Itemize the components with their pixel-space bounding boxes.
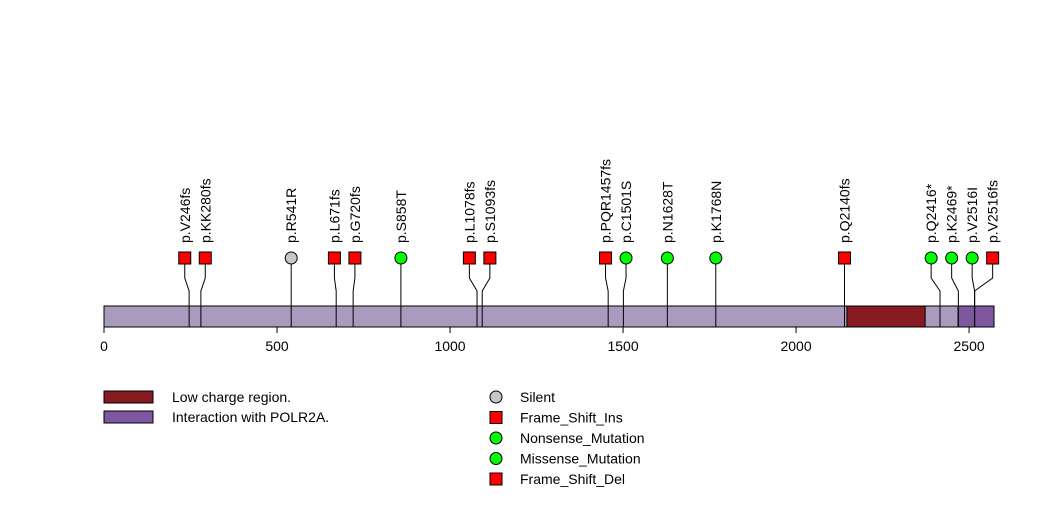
domain-region bbox=[846, 305, 926, 328]
domain-legend-label: Low charge region. bbox=[172, 389, 291, 405]
mutation-stick bbox=[333, 258, 337, 327]
domain-region bbox=[957, 305, 995, 328]
mutation-label: p.Q2140fs bbox=[837, 178, 853, 243]
mutation-stick bbox=[951, 258, 959, 327]
mutation-marker-circle bbox=[965, 251, 979, 265]
mutation-marker-square bbox=[198, 251, 212, 265]
mutation-label: p.K2469* bbox=[944, 185, 960, 243]
mutation-legend-label: Nonsense_Mutation bbox=[520, 430, 645, 446]
mutation-marker-circle bbox=[619, 251, 633, 265]
x-tick-label: 1000 bbox=[434, 338, 465, 354]
legend-circle-icon bbox=[489, 431, 503, 445]
mutation-marker-circle bbox=[284, 251, 298, 265]
mutation-label: p.PQR1457fs bbox=[598, 159, 614, 243]
mutation-marker-square bbox=[327, 251, 341, 265]
mutation-label: p.V2516fs bbox=[985, 180, 1001, 243]
mutation-marker-circle bbox=[660, 251, 674, 265]
mutation-marker-circle bbox=[394, 251, 408, 265]
mutation-marker-square bbox=[986, 251, 1000, 265]
mutation-label: p.K1768N bbox=[708, 181, 724, 243]
legend-circle-icon bbox=[489, 452, 503, 465]
x-tick-label: 2000 bbox=[780, 338, 811, 354]
mutation-label: p.V2516I bbox=[964, 187, 980, 243]
mutation-stick bbox=[184, 258, 190, 327]
x-tick-label: 500 bbox=[265, 338, 289, 354]
mutation-marker-square bbox=[599, 251, 613, 265]
mutation-label: p.KK280fs bbox=[197, 178, 213, 243]
domain-legend-label: Interaction with POLR2A. bbox=[172, 409, 329, 425]
mutation-label: p.R541R bbox=[283, 188, 299, 243]
domain-legend-swatch bbox=[103, 410, 154, 424]
mutation-legend-label: Frame_Shift_Del bbox=[520, 471, 625, 487]
mutation-stick bbox=[930, 258, 941, 327]
mutation-marker-circle bbox=[709, 251, 723, 265]
mutation-label: p.S858T bbox=[393, 190, 409, 243]
mutation-stick bbox=[200, 258, 206, 327]
legend-square-icon bbox=[489, 472, 503, 486]
legend-circle-icon bbox=[489, 390, 503, 404]
mutation-marker-square bbox=[838, 251, 852, 265]
mutation-label: p.L671fs bbox=[326, 189, 342, 243]
mutation-stick bbox=[468, 258, 478, 327]
mutation-label: p.S1093fs bbox=[482, 180, 498, 243]
mutation-legend-label: Missense_Mutation bbox=[520, 451, 641, 467]
mutation-label: p.C1501S bbox=[618, 181, 634, 243]
mutation-stick bbox=[481, 258, 491, 327]
mutation-stick bbox=[622, 258, 627, 327]
x-tick-label: 1500 bbox=[607, 338, 638, 354]
mutation-marker-square bbox=[348, 251, 362, 265]
mutation-label: p.G720fs bbox=[347, 186, 363, 243]
mutation-label: p.L1078fs bbox=[461, 182, 477, 244]
mutation-label: p.Q2416* bbox=[923, 183, 939, 243]
mutation-legend-label: Frame_Shift_Ins bbox=[520, 410, 623, 426]
mutation-marker-circle bbox=[945, 251, 959, 265]
mutation-stick bbox=[974, 258, 994, 327]
x-tick-label: 0 bbox=[100, 338, 108, 354]
mutation-label: p.V246fs bbox=[177, 188, 193, 243]
domain-legend-swatch bbox=[103, 390, 154, 404]
mutation-marker-circle bbox=[924, 251, 938, 265]
mutation-label: p.N1628T bbox=[659, 181, 675, 243]
mutation-marker-square bbox=[462, 251, 476, 265]
mutation-legend-label: Silent bbox=[520, 389, 555, 405]
mutation-stick bbox=[605, 258, 609, 327]
mutation-marker-square bbox=[483, 251, 497, 265]
x-tick-label: 2500 bbox=[954, 338, 985, 354]
mutation-marker-square bbox=[178, 251, 192, 265]
legend-square-icon bbox=[489, 411, 503, 424]
mutation-stick bbox=[352, 258, 356, 327]
